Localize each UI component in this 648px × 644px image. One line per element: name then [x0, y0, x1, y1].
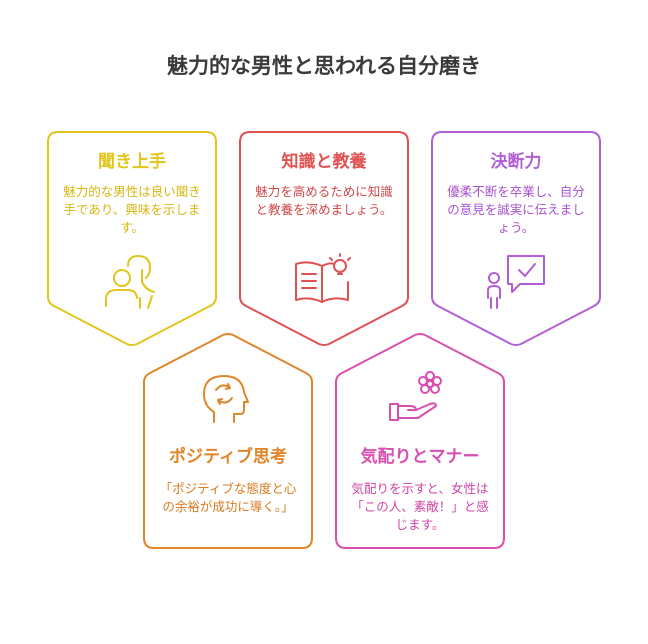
card-text-decisiveness: 優柔不断を卒業し、自分の意見を誠実に伝えましょう。: [447, 184, 585, 235]
card-title-positive: ポジティブ思考: [169, 447, 287, 467]
card-shape-manners: [335, 333, 505, 549]
card-shape-positive: [143, 333, 313, 549]
hand-flower-icon: [389, 371, 442, 421]
card-title-manners: 気配りとマナー: [360, 447, 480, 467]
card-shape-knowledge: [239, 131, 409, 346]
card-text-knowledge: 魅力を高めるために知識と教養を深めましょう。: [255, 184, 393, 217]
card-title-knowledge: 知識と教養: [281, 152, 367, 172]
card-shape-decisiveness: [431, 131, 601, 346]
card-text-positive: 「ポジティブな態度と心の余裕が成功に導く。」: [159, 481, 297, 514]
listening-people-icon: [105, 255, 155, 309]
card-text-manners: 気配りを示すと、女性は「この人、素敵！」と感じます。: [351, 481, 489, 532]
card-text-listening: 魅力的な男性は良い聞き手であり、興味を示します。: [63, 184, 201, 235]
book-lightbulb-icon: [295, 253, 351, 303]
card-title-decisiveness: 決断力: [490, 152, 542, 172]
person-checkmark-icon: [487, 255, 545, 309]
page-title: 魅力的な男性と思われる自分磨き: [167, 54, 481, 78]
card-shape-listening: [47, 131, 217, 346]
card-title-listening: 聞き上手: [98, 152, 166, 172]
head-cycle-icon: [203, 375, 249, 423]
